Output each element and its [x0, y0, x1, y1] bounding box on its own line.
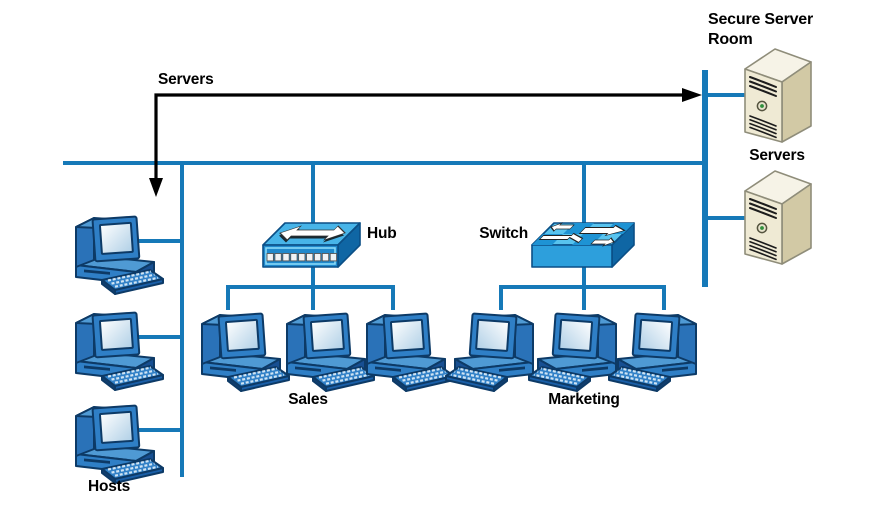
- label-marketing: Marketing: [548, 391, 619, 408]
- servers-annotation-arrow: [149, 88, 702, 197]
- sales-computer-3-icon: [365, 312, 456, 393]
- host-computer-1-icon: [74, 215, 165, 296]
- hub-ports: [266, 253, 338, 262]
- switch-arrows-icon: [538, 222, 626, 247]
- label-servers-group: Servers: [749, 147, 804, 164]
- marketing-computer-2-icon: [527, 312, 618, 393]
- host-computer-2-icon: [74, 311, 165, 392]
- sales-computer-1-icon: [200, 312, 291, 393]
- server-2-icon: [744, 170, 812, 265]
- hub-arrow-icon: [279, 225, 346, 243]
- label-hosts: Hosts: [88, 478, 130, 495]
- host-computer-3-icon: [74, 404, 165, 485]
- hub-icon: [262, 222, 361, 268]
- label-sales: Sales: [288, 391, 328, 408]
- network-links: [63, 70, 748, 477]
- sales-computer-2-icon: [285, 312, 376, 393]
- server-1-icon: [744, 48, 812, 143]
- label-arrow-servers: Servers: [158, 71, 213, 88]
- label-secure-server-room-line2: Room: [708, 31, 753, 48]
- arrowhead-down-icon: [149, 178, 163, 197]
- marketing-computer-3-icon: [607, 312, 698, 393]
- marketing-computer-1-icon: [444, 312, 535, 393]
- arrowhead-right-icon: [682, 88, 702, 102]
- switch-top: [532, 222, 634, 247]
- switch-icon: [531, 222, 635, 268]
- label-secure-server-room-line1: Secure Server: [708, 11, 813, 28]
- label-hub: Hub: [367, 225, 397, 242]
- label-switch: Switch: [479, 225, 528, 242]
